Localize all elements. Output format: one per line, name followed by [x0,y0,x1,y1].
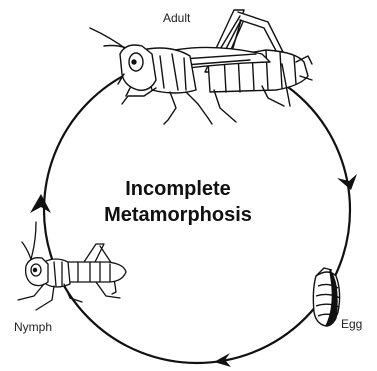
egg-pod-illustration [313,268,340,326]
diagram-title-line-1: Incomplete [88,177,268,201]
adult-grasshopper-illustration [90,10,312,124]
arrow-nymph-to-adult [30,194,51,213]
diagram-title-line-2: Metamorphosis [88,203,268,227]
stage-label-egg: Egg [341,317,362,331]
stage-label-adult: Adult [163,11,190,25]
stage-label-nymph: Nymph [14,320,52,334]
